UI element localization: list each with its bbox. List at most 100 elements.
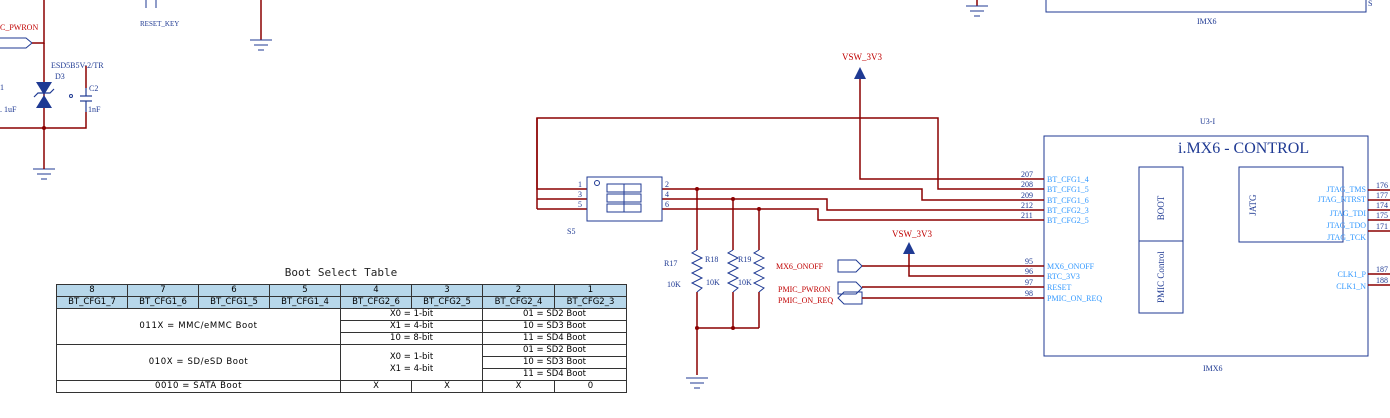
sata-cell: X — [411, 380, 483, 393]
sata-cell: X — [340, 380, 412, 393]
pin-num: 212 — [1021, 201, 1033, 210]
wire-c-pwron — [32, 0, 45, 44]
col-pin: 5 — [269, 284, 341, 297]
r18-ref: R18 — [705, 255, 718, 264]
pin-num: 171 — [1376, 222, 1388, 231]
pin-name: JTAG_TMS — [1327, 185, 1366, 194]
imx6-upper-block — [1045, 0, 1367, 13]
ground-symbol — [33, 168, 55, 180]
junction-dots — [695, 187, 761, 330]
port-mx6-onoff: MX6_ONOFF — [776, 259, 1022, 273]
pin-num-1: 1 — [0, 83, 4, 92]
power-vsw-mid: VSW_3V3 — [892, 229, 1022, 277]
pin-name: BT_CFG2_5 — [1047, 216, 1089, 225]
jatg-subbox — [1238, 166, 1344, 243]
dip-switch-s5: 1 3 5 2 4 6 S5 — [567, 176, 669, 236]
pin-num: 211 — [1021, 211, 1033, 220]
col-cfg: BT_CFG1_7 — [56, 296, 128, 309]
pin-name: JTAG_TCK — [1327, 233, 1366, 242]
mode-mmc: 011X = MMC/eMMC Boot — [56, 308, 341, 345]
col-cfg: BT_CFG1_4 — [269, 296, 341, 309]
cap-val-left: . 1uF — [0, 105, 17, 114]
chip-footer: IMX6 — [1203, 364, 1223, 373]
resistor-r17 — [690, 249, 704, 293]
port-pmic-pwron: PMIC_PWRON — [778, 281, 1022, 295]
width-cell: 10 = 8-bit — [340, 332, 483, 345]
wire-bottom — [0, 112, 87, 129]
width-cell: X1 = 4-bit — [340, 320, 483, 333]
port-pmic-on-req: PMIC_ON_REQ — [778, 291, 1022, 305]
width-cell: X0 = 1-bit — [340, 308, 483, 321]
top-left-circuit: C_PWRON RESET_KEY ESD5B5V-2/TR D3 C2 1 — [0, 0, 272, 180]
pin-name: RESET — [1047, 283, 1072, 292]
pin-name: JTAG_TDO — [1327, 221, 1367, 230]
pin-name: PMIC_ON_REQ — [1047, 294, 1102, 303]
col-pin: 8 — [56, 284, 128, 297]
ground-symbol — [686, 377, 708, 389]
col-cfg: BT_CFG1_5 — [198, 296, 270, 309]
table-row: 10 = 8-bit 11 = SD4 Boot — [57, 332, 627, 345]
r17-ref: R17 — [664, 259, 677, 268]
sata-cell: 0 — [554, 380, 627, 393]
c-pwron-port — [0, 37, 33, 49]
col-pin: 1 — [554, 284, 627, 297]
chip-title: i.MX6 - CONTROL — [1178, 140, 1309, 157]
vsw-mid-label: VSW_3V3 — [892, 229, 932, 239]
top-right-fragment: IMX6 S — [966, 0, 1372, 26]
port-cell: 01 = SD2 Boot — [482, 308, 627, 321]
port-cell: 11 = SD4 Boot — [482, 368, 627, 381]
pmic-on-req-label: PMIC_ON_REQ — [778, 296, 833, 305]
mode-sd: 010X = SD/eSD Boot — [56, 344, 341, 381]
pmic-subbox — [1138, 240, 1184, 314]
table-row: 011X = MMC/eMMC Boot X0 = 1-bit 01 = SD2… — [56, 308, 627, 345]
reset-key-label: RESET_KEY — [140, 20, 179, 28]
wires-bt-cfg — [536, 117, 1022, 375]
pin-name: BT_CFG2_3 — [1047, 206, 1089, 215]
port-cell: 10 = SD3 Boot — [482, 320, 627, 333]
imx6-control-chip: U3-I i.MX6 - CONTROL IMX6 BOOT PMIC Cont… — [1021, 117, 1390, 373]
s5-pin-2: 2 — [665, 180, 669, 189]
capacitor-c2 — [80, 88, 92, 112]
s5-pin-1: 1 — [578, 180, 582, 189]
pin-name: MX6_ONOFF — [1047, 262, 1095, 271]
pmic-subbox-label: PMIC Control — [1156, 251, 1166, 303]
d3-ref-label: D3 — [55, 72, 65, 81]
pin-num: 97 — [1025, 278, 1033, 287]
col-pin: 4 — [340, 284, 412, 297]
ground-symbol — [250, 39, 272, 51]
r19-ref: R19 — [738, 255, 751, 264]
reset-key-symbol — [145, 0, 157, 8]
d3-part-label: ESD5B5V-2/TR — [51, 61, 104, 70]
c2-ref-label: C2 — [89, 84, 98, 93]
jatg-subbox-label: JATG — [1248, 194, 1258, 216]
port-cell: 10 = SD3 Boot — [482, 356, 627, 369]
ground-symbol — [966, 5, 988, 17]
pin-num: 177 — [1376, 191, 1388, 200]
mx6-onoff-label: MX6_ONOFF — [776, 262, 824, 271]
table-row: 0010 = SATA Boot X X X 0 — [56, 380, 627, 393]
pin-name: RTC_3V3 — [1047, 272, 1080, 281]
resistors — [690, 249, 766, 293]
pin-name: BT_CFG1_5 — [1047, 185, 1089, 194]
r17-val: 10K — [667, 280, 681, 289]
resistor-r18 — [726, 249, 740, 293]
col-cfg: BT_CFG2_5 — [411, 296, 483, 309]
pin-num: 96 — [1025, 267, 1033, 276]
col-cfg: BT_CFG2_6 — [340, 296, 412, 309]
pin-num: 95 — [1025, 257, 1033, 266]
col-cfg: BT_CFG1_6 — [127, 296, 199, 309]
s-label: S — [1368, 0, 1372, 8]
table-row: 010X = SD/eSD Boot X0 = 1-bit X1 = 4-bit… — [56, 344, 627, 381]
net-c-pwron-label: C_PWRON — [0, 23, 38, 32]
s5-pin-5: 5 — [578, 200, 582, 209]
chip-ref-label: U3-I — [1200, 117, 1215, 126]
s5-ref-label: S5 — [567, 227, 575, 236]
width-line: X0 = 1-bit — [389, 351, 434, 362]
pin-num: 209 — [1021, 191, 1033, 200]
vsw-top-label: VSW_3V3 — [842, 52, 882, 62]
c2-val-label: 1nF — [88, 105, 101, 114]
s5-pin-6: 6 — [665, 200, 669, 209]
width-cell-sd: X0 = 1-bit X1 = 4-bit — [340, 344, 483, 381]
port-cell: 01 = SD2 Boot — [482, 344, 627, 357]
